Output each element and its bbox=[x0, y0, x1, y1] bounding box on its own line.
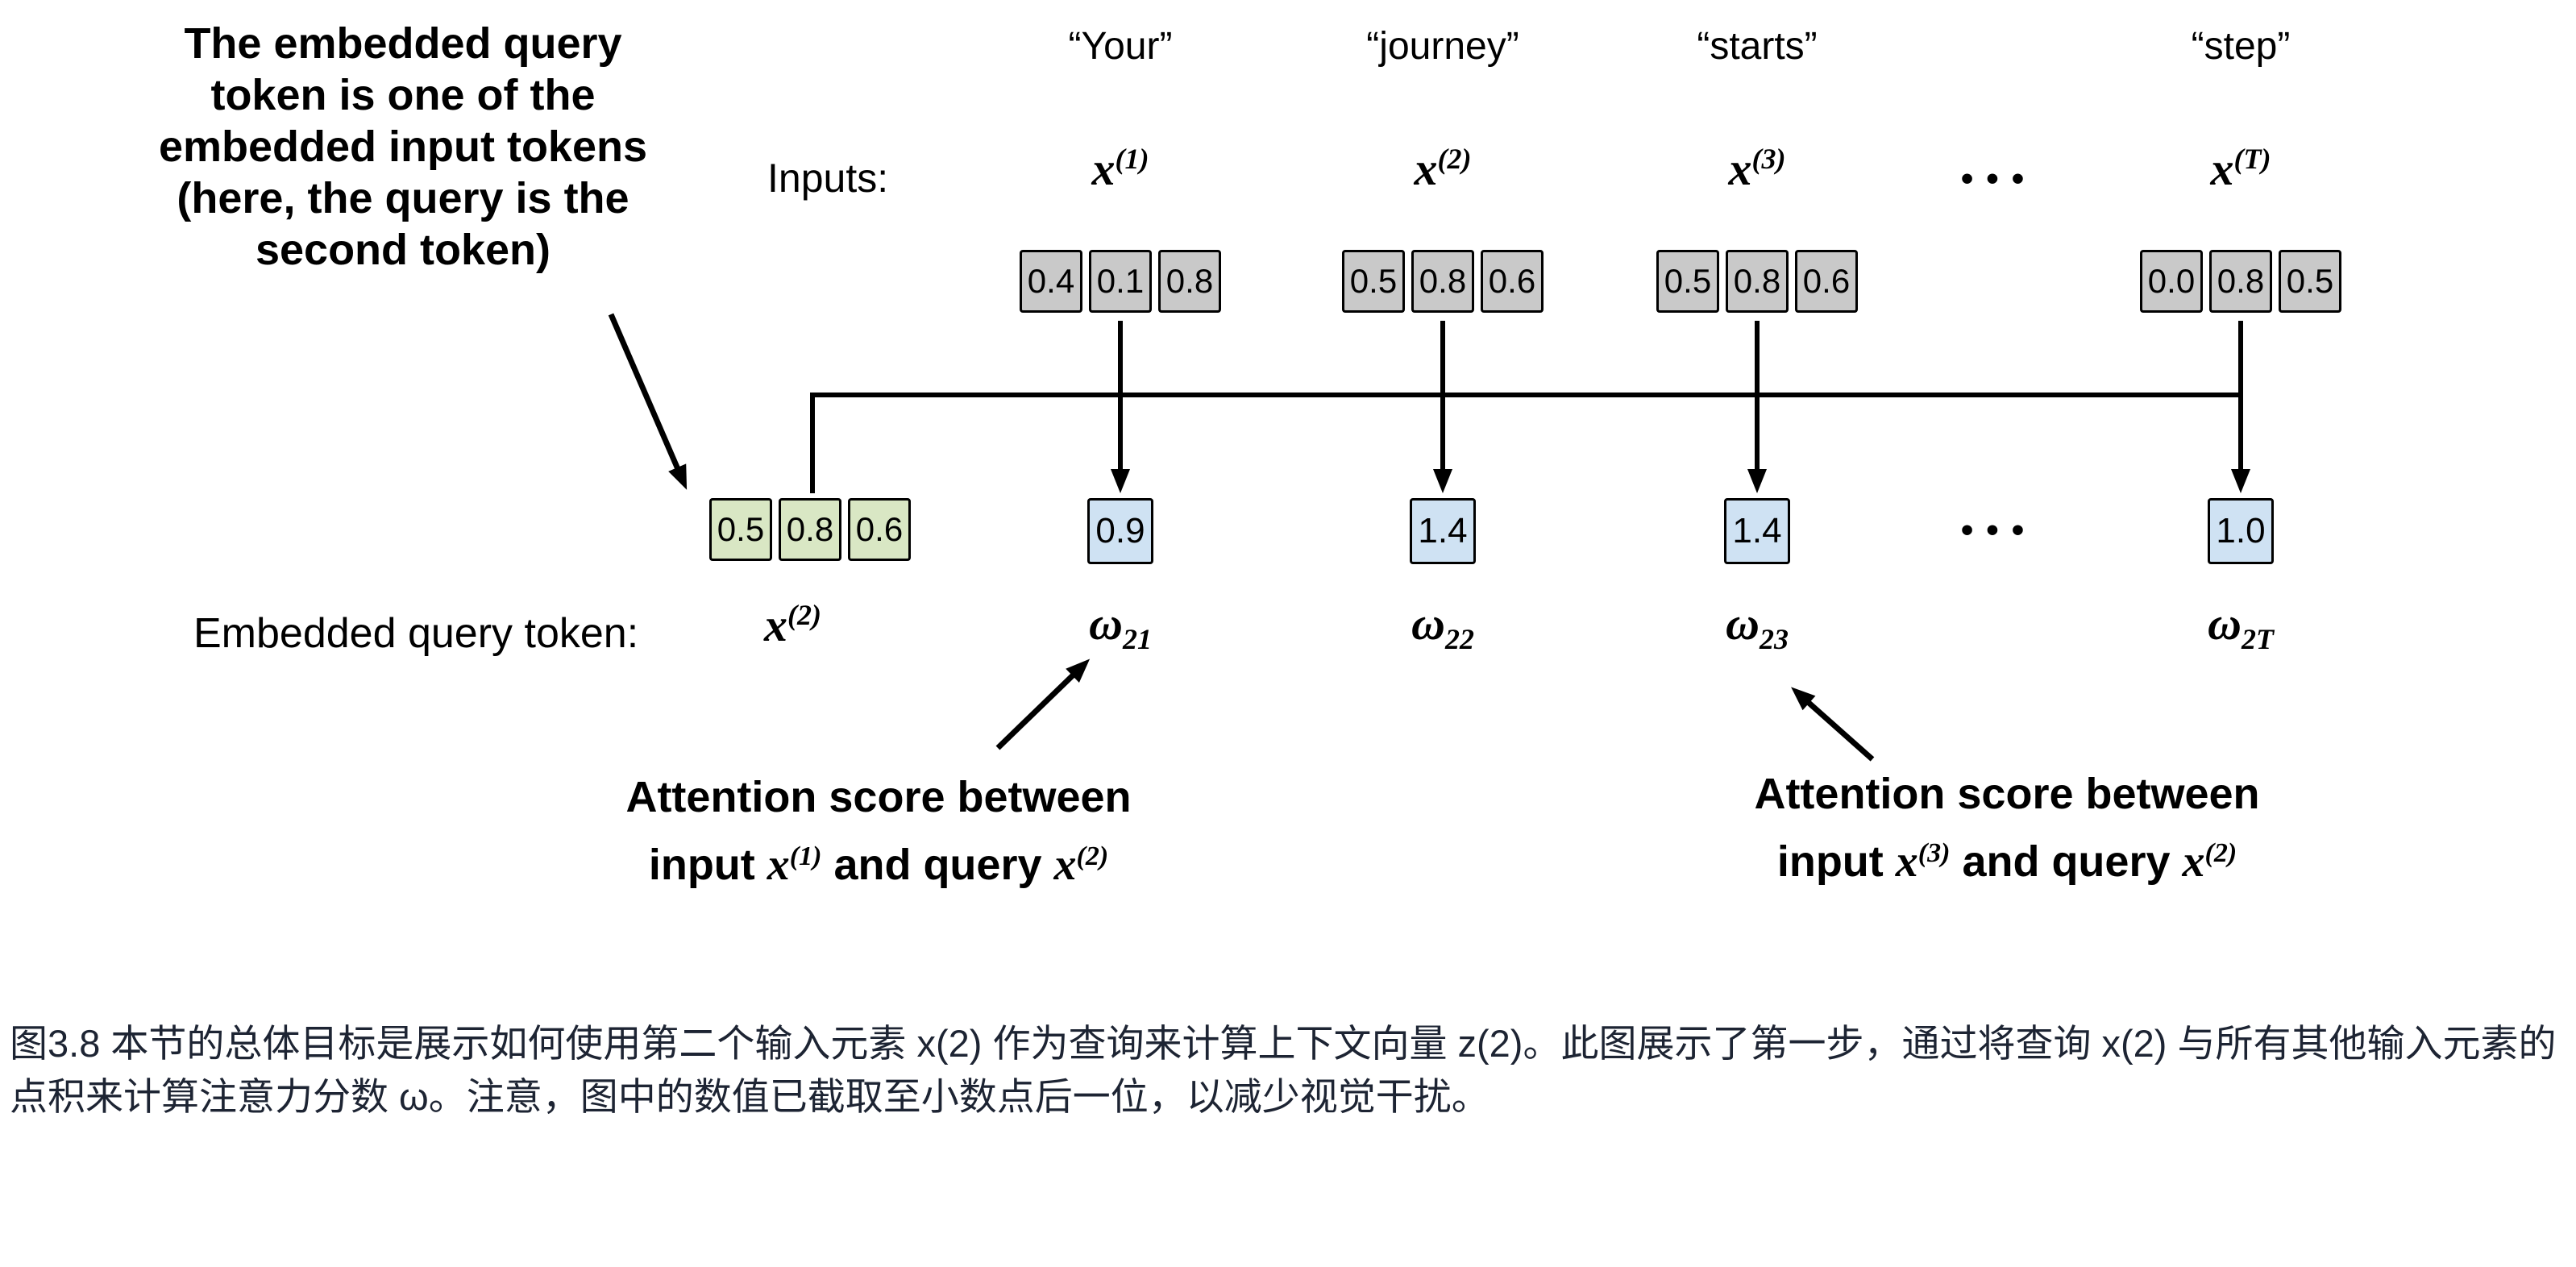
omega-sub: 23 bbox=[1759, 623, 1789, 655]
token-word-3: “starts” bbox=[1697, 25, 1818, 68]
symbol-sup: (2) bbox=[787, 599, 821, 631]
note-text: input bbox=[648, 841, 767, 889]
score-note-line: Attention score between bbox=[1754, 770, 2260, 818]
omega-label-3: ω23 bbox=[1676, 596, 1838, 656]
symbol-base: x bbox=[764, 599, 787, 651]
symbol-sup: (2) bbox=[1076, 841, 1109, 871]
omega-base: ω bbox=[1411, 597, 1445, 650]
score-note-line: input x(3) and query x(2) bbox=[1709, 824, 2305, 891]
query-bus-line bbox=[810, 393, 2241, 493]
input-vector-1: 0.4 0.1 0.8 bbox=[1020, 250, 1221, 313]
attention-score-3: 1.4 bbox=[1724, 498, 1790, 564]
input-vector-2: 0.5 0.8 0.6 bbox=[1342, 250, 1544, 313]
symbol-sup: (T) bbox=[2233, 143, 2271, 175]
query-note-line: The embedded query bbox=[184, 19, 622, 68]
token-word-2: “journey” bbox=[1366, 25, 1519, 68]
input-symbol-3: x(3) bbox=[1636, 142, 1878, 196]
symbol-base: x bbox=[1728, 143, 1752, 195]
input-symbol-T: x(T) bbox=[2120, 142, 2362, 196]
query-token-label: Embedded query token: bbox=[193, 610, 639, 657]
score-note-right-arrow bbox=[1791, 687, 1875, 762]
score-note-line: input x(1) and query x(2) bbox=[588, 827, 1169, 895]
attention-score-1: 0.9 bbox=[1087, 498, 1153, 564]
input-vector-3: 0.5 0.8 0.6 bbox=[1656, 250, 1858, 313]
query-note-line: embedded input tokens bbox=[158, 123, 648, 171]
vector-value: 0.8 bbox=[2209, 250, 2272, 313]
symbol-base: x bbox=[1053, 840, 1077, 890]
query-symbol: x(2) bbox=[764, 598, 821, 652]
omega-sub: 21 bbox=[1122, 623, 1152, 655]
score-note-left-arrow bbox=[995, 658, 1091, 750]
omega-label-1: ω21 bbox=[1040, 596, 1201, 656]
omega-base: ω bbox=[2208, 597, 2242, 650]
query-note-line: token is one of the bbox=[210, 71, 596, 119]
omega-base: ω bbox=[1089, 597, 1123, 650]
omega-sub: 2T bbox=[2241, 623, 2274, 655]
query-note-line: (here, the query is the bbox=[177, 174, 629, 222]
omega-sub: 22 bbox=[1444, 623, 1474, 655]
symbol-base: x bbox=[1414, 143, 1438, 195]
query-note-line: second token) bbox=[255, 226, 551, 274]
vector-value: 0.8 bbox=[1726, 250, 1789, 313]
ellipsis-bottom: ••• bbox=[1960, 510, 2038, 550]
symbol-base: x bbox=[2182, 837, 2205, 887]
vector-value: 0.5 bbox=[709, 498, 772, 561]
vector-value: 0.1 bbox=[1089, 250, 1152, 313]
note-text: input bbox=[1776, 837, 1896, 886]
vector-value: 0.8 bbox=[1411, 250, 1474, 313]
query-note: The embedded query token is one of the e… bbox=[81, 18, 725, 276]
omega-label-2: ω22 bbox=[1362, 596, 1523, 656]
vector-value: 0.6 bbox=[1481, 250, 1544, 313]
figure-caption: 图3.8 本节的总体目标是展示如何使用第二个输入元素 x(2) 作为查询来计算上… bbox=[10, 1022, 2557, 1118]
vector-value: 0.8 bbox=[779, 498, 841, 561]
score-note-line: Attention score between bbox=[625, 773, 1132, 821]
omega-base: ω bbox=[1726, 597, 1760, 650]
vector-value: 0.6 bbox=[848, 498, 911, 561]
symbol-base: x bbox=[1895, 837, 1918, 887]
vector-value: 0.8 bbox=[1158, 250, 1221, 313]
inputs-label: Inputs: bbox=[767, 156, 889, 201]
vector-value: 0.5 bbox=[1656, 250, 1719, 313]
symbol-base: x bbox=[767, 840, 790, 890]
ellipsis-top: ••• bbox=[1960, 159, 2038, 198]
input-vector-T: 0.0 0.8 0.5 bbox=[2140, 250, 2341, 313]
omega-label-T: ω2T bbox=[2160, 596, 2321, 656]
symbol-base: x bbox=[2210, 143, 2234, 195]
vector-value: 0.6 bbox=[1795, 250, 1858, 313]
symbol-sup: (1) bbox=[789, 841, 822, 871]
attention-score-T: 1.0 bbox=[2208, 498, 2274, 564]
input-symbol-1: x(1) bbox=[999, 142, 1241, 196]
vector-value: 0.5 bbox=[2279, 250, 2341, 313]
score-note-left: Attention score between input x(1) and q… bbox=[588, 767, 1169, 895]
note-math: x(2) bbox=[1054, 840, 1109, 890]
query-vector: 0.5 0.8 0.6 bbox=[709, 498, 911, 561]
symbol-sup: (2) bbox=[2204, 838, 2237, 868]
symbol-base: x bbox=[1091, 143, 1116, 195]
note-text: and query bbox=[821, 841, 1054, 889]
note-math: x(2) bbox=[2183, 837, 2237, 887]
vector-value: 0.4 bbox=[1020, 250, 1082, 313]
score-note-right: Attention score between input x(3) and q… bbox=[1709, 764, 2305, 891]
vector-value: 0.0 bbox=[2140, 250, 2203, 313]
note-text: and query bbox=[1950, 837, 2183, 886]
note-math: x(1) bbox=[767, 840, 822, 890]
vector-value: 0.5 bbox=[1342, 250, 1405, 313]
symbol-sup: (3) bbox=[1751, 143, 1786, 175]
note-math: x(3) bbox=[1896, 837, 1951, 887]
input-symbol-2: x(2) bbox=[1322, 142, 1564, 196]
query-note-arrow bbox=[608, 313, 688, 490]
token-word-T: “step” bbox=[2191, 25, 2291, 68]
attention-score-2: 1.4 bbox=[1410, 498, 1476, 564]
symbol-sup: (1) bbox=[1115, 143, 1149, 175]
symbol-sup: (2) bbox=[1437, 143, 1472, 175]
symbol-sup: (3) bbox=[1917, 838, 1951, 868]
token-word-1: “Your” bbox=[1068, 25, 1173, 68]
